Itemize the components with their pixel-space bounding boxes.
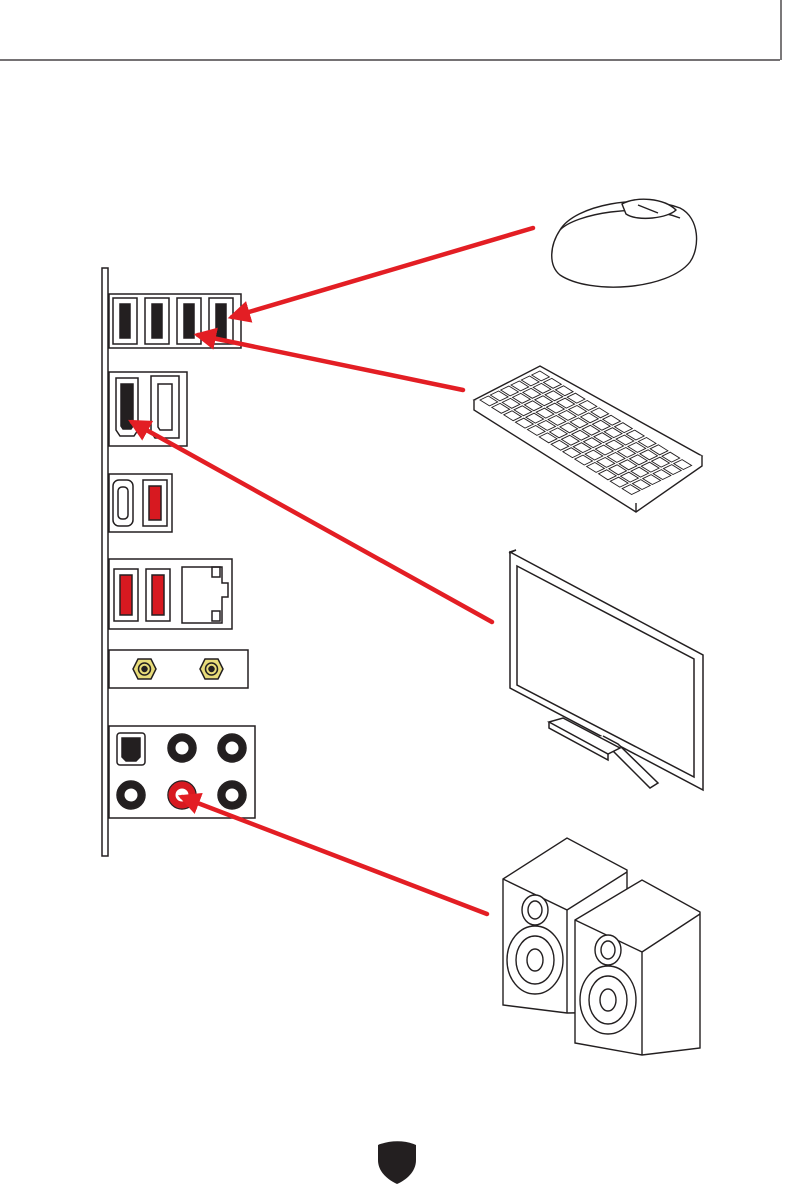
keyboard-icon — [474, 366, 702, 512]
antenna-connector — [200, 659, 223, 679]
audio-jack — [117, 781, 145, 809]
usb-lan-port-group — [109, 559, 232, 629]
usb-c-port-group — [109, 474, 172, 532]
audio-jack-group — [109, 726, 255, 818]
audio-jack — [218, 734, 246, 762]
arrow-mouse-to-usb — [232, 228, 533, 317]
header-rule — [0, 0, 781, 60]
antenna-connector — [133, 659, 156, 679]
wifi-antenna-group — [109, 650, 248, 688]
audio-jack — [218, 781, 246, 809]
video-port-group — [109, 372, 187, 446]
arrow-keyboard-to-usb — [198, 335, 463, 390]
mouse-icon — [552, 199, 697, 287]
audio-jack — [168, 734, 196, 762]
arrow-speakers-to-line-out — [182, 797, 487, 914]
io-panel — [102, 268, 255, 856]
monitor-icon — [509, 550, 703, 790]
speakers-icon — [503, 838, 700, 1055]
shield-logo-icon — [378, 1141, 416, 1184]
